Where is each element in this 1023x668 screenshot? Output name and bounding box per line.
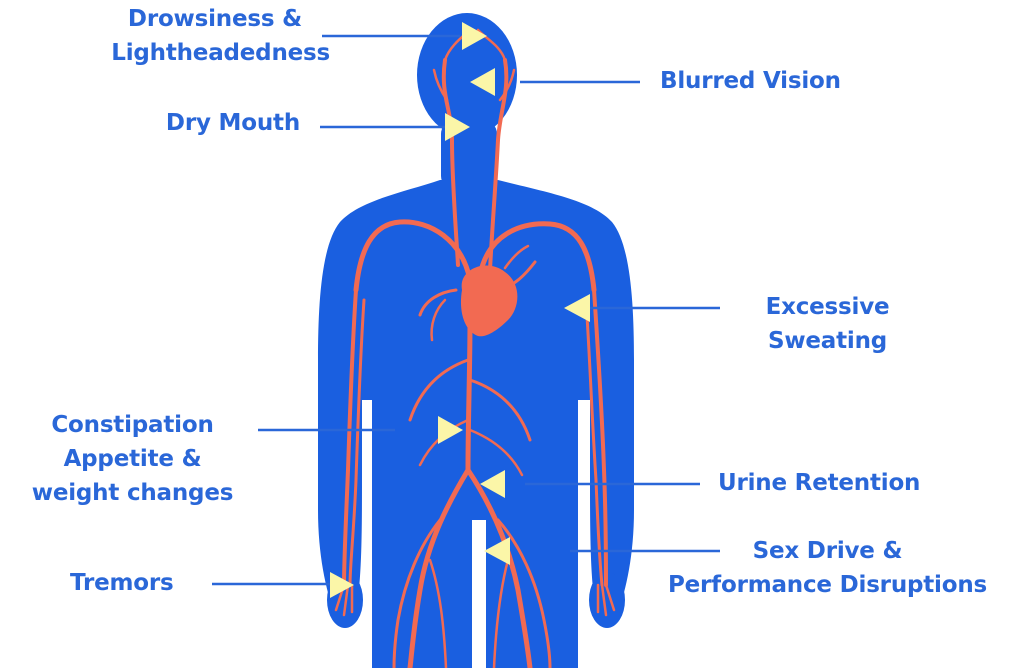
human-silhouette bbox=[318, 13, 634, 668]
label-sweating: Excessive Sweating bbox=[745, 290, 910, 358]
label-dry-mouth: Dry Mouth bbox=[120, 106, 300, 140]
label-drowsiness-line1: Drowsiness & bbox=[60, 2, 330, 36]
label-tremors: Tremors bbox=[70, 566, 174, 600]
label-constipation: Constipation Appetite & weight changes bbox=[10, 408, 255, 510]
label-constipation-line2: Appetite & bbox=[10, 442, 255, 476]
label-constipation-line3: weight changes bbox=[10, 476, 255, 510]
label-sex-drive-line2: Performance Disruptions bbox=[640, 568, 1015, 602]
label-dry-mouth-line1: Dry Mouth bbox=[120, 106, 300, 140]
label-sex-drive-line1: Sex Drive & bbox=[640, 534, 1015, 568]
label-drowsiness-line2: Lightheadedness bbox=[60, 36, 330, 70]
label-sweating-line2: Sweating bbox=[745, 324, 910, 358]
label-urine: Urine Retention bbox=[718, 466, 920, 500]
label-blurred-vision-line1: Blurred Vision bbox=[660, 64, 841, 98]
label-blurred-vision: Blurred Vision bbox=[660, 64, 841, 98]
label-sweating-line1: Excessive bbox=[745, 290, 910, 324]
label-constipation-line1: Constipation bbox=[10, 408, 255, 442]
label-urine-line1: Urine Retention bbox=[718, 466, 920, 500]
label-tremors-line1: Tremors bbox=[70, 566, 174, 600]
label-drowsiness: Drowsiness & Lightheadedness bbox=[60, 2, 330, 70]
label-sex-drive: Sex Drive & Performance Disruptions bbox=[640, 534, 1015, 602]
